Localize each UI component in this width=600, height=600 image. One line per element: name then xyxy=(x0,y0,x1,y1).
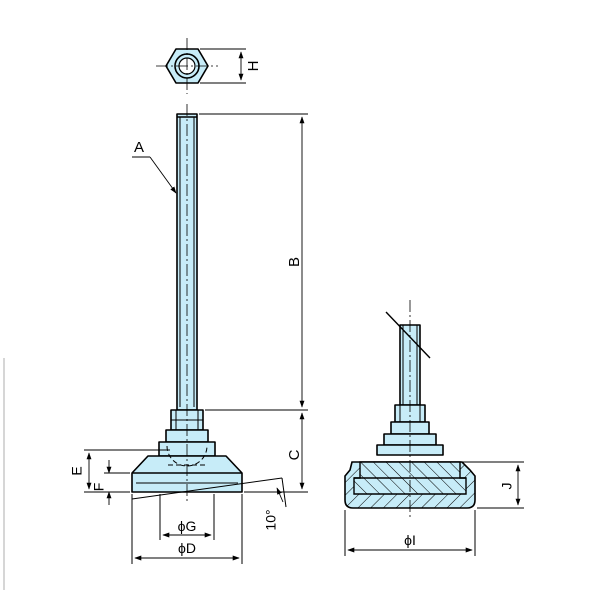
dimension-h: H xyxy=(200,48,262,84)
label-angle: 10° xyxy=(263,509,279,530)
section-view xyxy=(344,300,476,520)
label-d: ϕD xyxy=(178,540,196,556)
label-g: ϕG xyxy=(178,518,197,534)
tilt-angle-indicator: 10° xyxy=(131,477,287,531)
dimension-g: ϕG xyxy=(159,494,215,540)
dimension-f: F xyxy=(91,460,130,505)
label-a: A xyxy=(134,139,144,156)
dimension-j: J xyxy=(462,461,524,509)
label-h: H xyxy=(245,61,262,72)
dimension-i: ϕI xyxy=(344,510,476,556)
label-e: E xyxy=(69,466,85,475)
label-f: F xyxy=(91,483,107,492)
label-c: C xyxy=(286,449,303,460)
hex-nut-top-view xyxy=(156,38,218,94)
label-i: ϕI xyxy=(404,532,416,548)
leveling-foot-front-view xyxy=(131,104,243,504)
dimension-c: C xyxy=(244,412,308,493)
break-line xyxy=(385,311,431,359)
label-b: B xyxy=(286,257,303,267)
label-j: J xyxy=(499,483,515,490)
dimension-b: B xyxy=(199,113,308,411)
leader-a: A xyxy=(132,139,177,194)
dimension-d: ϕD xyxy=(131,494,243,564)
